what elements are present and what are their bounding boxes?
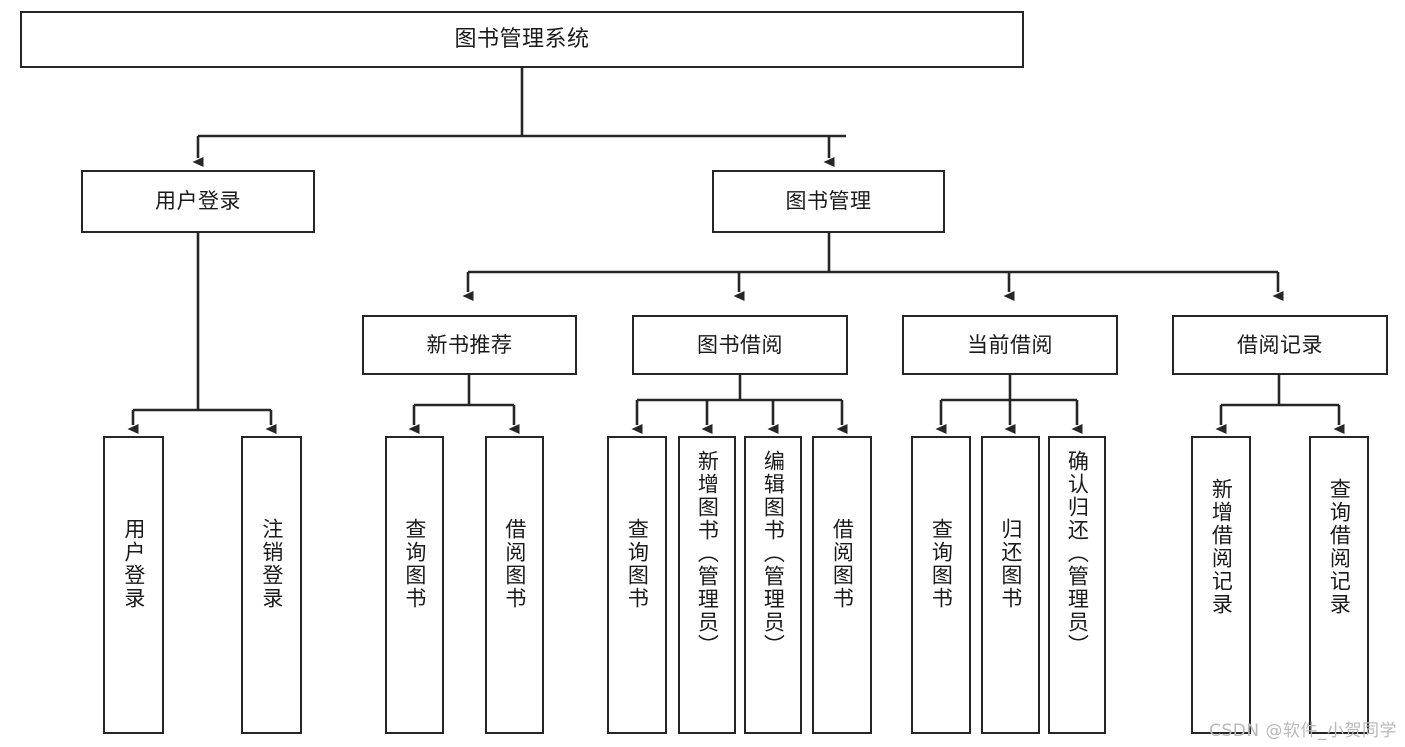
node-leaf-borrow-query[interactable]: 查询图书 [607,436,667,734]
node-leaf-record-add[interactable]: 新增借阅记录 [1191,436,1251,734]
node-borrow-record[interactable]: 借阅记录 [1172,315,1388,375]
node-leaf-record-query[interactable]: 查询借阅记录 [1309,436,1369,734]
node-leaf-current-confirm[interactable]: 确认归还（管理员） [1048,436,1106,734]
node-leaf-rec-borrow-label: 借阅图书 [502,518,527,610]
node-leaf-user-login[interactable]: 用户登录 [103,436,164,734]
node-borrow-record-label: 借阅记录 [1237,332,1323,357]
node-user-login[interactable]: 用户登录 [81,170,315,233]
node-current-borrow[interactable]: 当前借阅 [902,315,1118,375]
node-leaf-borrow-do-label: 借阅图书 [830,518,855,610]
node-leaf-logout[interactable]: 注销登录 [241,436,302,734]
node-leaf-record-add-label: 新增借阅记录 [1209,478,1234,616]
node-user-login-label: 用户登录 [155,189,241,214]
node-new-book-rec-label: 新书推荐 [426,332,513,357]
node-leaf-current-confirm-label: 确认归还（管理员） [1065,450,1090,657]
node-root[interactable]: 图书管理系统 [20,11,1024,68]
node-leaf-current-return[interactable]: 归还图书 [981,436,1040,734]
node-leaf-rec-query[interactable]: 查询图书 [385,436,444,734]
node-book-manage[interactable]: 图书管理 [712,170,945,233]
node-leaf-user-login-label: 用户登录 [121,518,146,610]
node-root-label: 图书管理系统 [454,26,590,52]
node-leaf-current-return-label: 归还图书 [998,518,1023,610]
node-leaf-borrow-edit[interactable]: 编辑图书（管理员） [744,436,802,734]
node-leaf-current-query[interactable]: 查询图书 [911,436,971,734]
node-current-borrow-label: 当前借阅 [967,332,1053,357]
node-book-borrow-label: 图书借阅 [697,332,783,357]
node-leaf-borrow-do[interactable]: 借阅图书 [812,436,872,734]
node-leaf-borrow-edit-label: 编辑图书（管理员） [761,450,786,657]
node-leaf-record-query-label: 查询借阅记录 [1327,478,1352,616]
node-book-manage-label: 图书管理 [785,189,872,214]
node-book-borrow[interactable]: 图书借阅 [632,315,848,375]
node-leaf-logout-label: 注销登录 [259,518,284,610]
node-new-book-rec[interactable]: 新书推荐 [362,315,577,375]
node-leaf-rec-borrow[interactable]: 借阅图书 [485,436,544,734]
node-leaf-borrow-add[interactable]: 新增图书（管理员） [678,436,736,734]
node-leaf-borrow-add-label: 新增图书（管理员） [695,450,720,657]
node-leaf-borrow-query-label: 查询图书 [625,518,650,610]
watermark-text: CSDN @软件_小贺同学 [1209,721,1397,741]
node-leaf-rec-query-label: 查询图书 [402,518,427,610]
node-leaf-current-query-label: 查询图书 [929,518,954,610]
